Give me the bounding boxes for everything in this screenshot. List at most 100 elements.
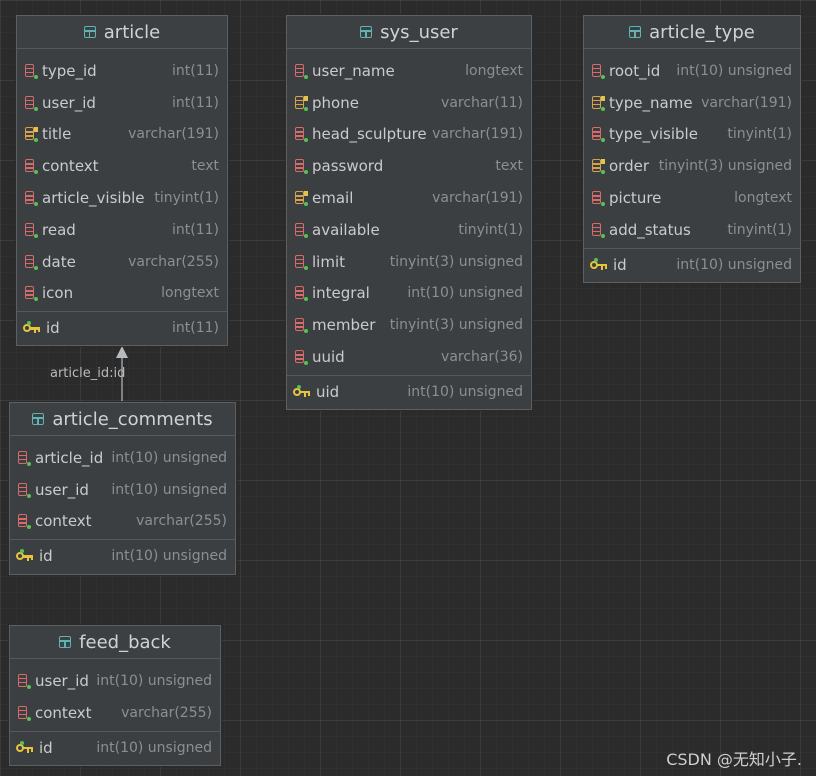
column-type: longtext (161, 285, 219, 302)
index-column-icon (295, 191, 308, 207)
column-type: tinyint(3) unsigned (658, 158, 792, 175)
column-icon (592, 63, 605, 79)
column-type: varchar(255) (128, 253, 219, 270)
column-name: integral (312, 284, 370, 303)
column-row[interactable]: read int(11) (17, 214, 227, 246)
column-row[interactable]: limit tinyint(3) unsigned (287, 246, 531, 278)
column-type: varchar(11) (441, 94, 523, 111)
column-row[interactable]: head_sculpture varchar(191) (287, 119, 531, 151)
table-name: feed_back (79, 631, 171, 653)
primary-key-row[interactable]: id int(11) (17, 312, 227, 344)
column-name: id (39, 738, 53, 757)
column-name: available (312, 220, 380, 239)
primary-key-row[interactable]: id int(10) unsigned (10, 732, 220, 764)
column-icon (295, 222, 308, 238)
index-column-icon (592, 159, 605, 175)
column-row[interactable]: email varchar(191) (287, 182, 531, 214)
table-header: article (17, 16, 227, 49)
column-type: varchar(191) (128, 126, 219, 143)
column-name: password (312, 157, 384, 176)
column-type: tinyint(1) (154, 190, 219, 207)
column-type: tinyint(3) unsigned (389, 253, 523, 270)
column-name: email (312, 189, 354, 208)
column-name: read (42, 220, 76, 239)
pk-separator: id int(10) unsigned (10, 730, 220, 764)
column-type: int(11) (172, 320, 219, 337)
column-type: int(10) unsigned (96, 739, 212, 756)
pk-separator: id int(11) (17, 311, 227, 344)
column-name: head_sculpture (312, 125, 427, 144)
column-type: tinyint(3) unsigned (389, 317, 523, 334)
column-type: tinyint(1) (727, 221, 792, 238)
column-type: varchar(255) (136, 513, 227, 530)
index-column-icon (592, 95, 605, 111)
column-name: context (35, 703, 92, 722)
column-icon (295, 127, 308, 143)
column-name: id (39, 547, 53, 566)
column-name: order (609, 157, 649, 176)
column-name: limit (312, 252, 345, 271)
column-type: int(10) unsigned (111, 449, 227, 466)
column-icon (18, 482, 31, 498)
column-type: varchar(191) (432, 126, 523, 143)
column-type: longtext (465, 62, 523, 79)
column-row[interactable]: order tinyint(3) unsigned (584, 150, 800, 182)
column-name: context (42, 157, 99, 176)
column-type: tinyint(1) (727, 126, 792, 143)
column-name: uuid (312, 348, 345, 367)
column-name: id (46, 319, 60, 338)
column-type: int(11) (172, 221, 219, 238)
column-icon (25, 254, 38, 270)
column-row[interactable]: title varchar(191) (17, 119, 227, 151)
column-icon (25, 191, 38, 207)
column-icon (295, 63, 308, 79)
column-type: varchar(255) (121, 704, 212, 721)
column-type: varchar(191) (432, 190, 523, 207)
column-row[interactable]: context varchar(255) (10, 697, 220, 729)
column-icon (295, 350, 308, 366)
primary-key-icon (590, 257, 608, 272)
column-name: type_id (42, 61, 97, 80)
column-name: title (42, 125, 72, 144)
column-icon (18, 450, 31, 466)
watermark: CSDN @无知小子. (666, 750, 802, 769)
column-icon (295, 318, 308, 334)
column-icon (592, 222, 605, 238)
column-type: int(10) unsigned (111, 481, 227, 498)
